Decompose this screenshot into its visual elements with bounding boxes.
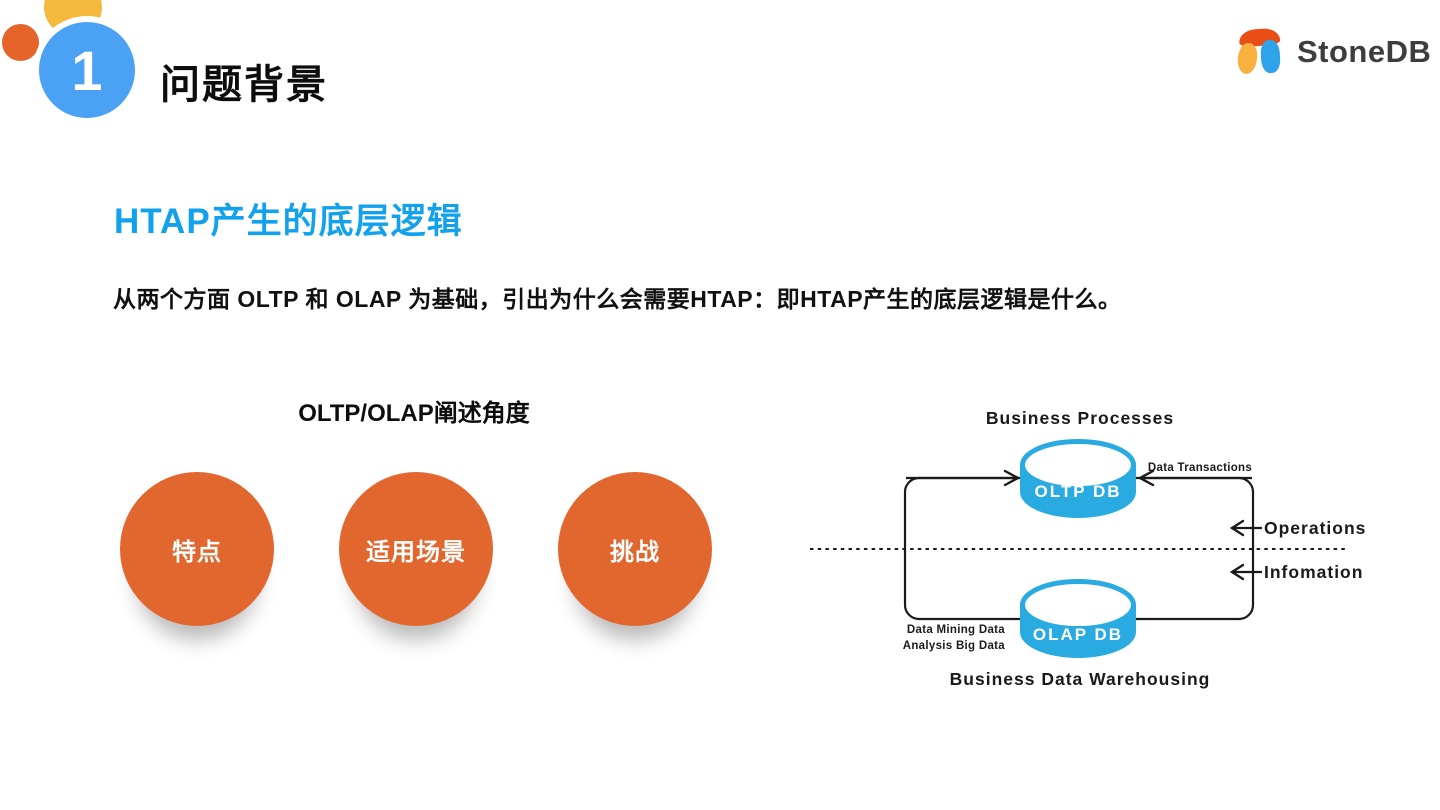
olap-db-label: OLAP DB <box>1033 625 1123 644</box>
htap-diagram: OLTP DB OLAP DB Business Processes Data … <box>800 400 1370 700</box>
section-number: 1 <box>71 38 103 102</box>
data-mining-label-line1: Data Mining Data <box>907 624 1005 636</box>
olap-cylinder-top <box>1020 579 1136 631</box>
page-title: HTAP产生的底层逻辑 <box>114 202 463 241</box>
topic-circle-scenarios: 适用场景 <box>339 472 493 626</box>
information-arrowhead-icon <box>1229 563 1245 581</box>
operations-label: Operations <box>1264 518 1366 538</box>
business-data-warehousing-label: Business Data Warehousing <box>950 669 1211 689</box>
topic-circle-label: 适用场景 <box>366 538 466 566</box>
business-processes-label: Business Processes <box>986 408 1174 428</box>
stonedb-logo: StoneDB <box>1236 26 1432 78</box>
data-mining-label-line2: Analysis Big Data <box>903 640 1006 652</box>
oltp-db-label: OLTP DB <box>1034 482 1121 501</box>
topic-circle-challenges: 挑战 <box>558 472 712 626</box>
oltp-db-cylinder-icon: OLTP DB <box>1020 439 1136 518</box>
operations-arrowhead-icon <box>1229 519 1245 537</box>
left-arrowhead-icon <box>1003 469 1021 487</box>
right-arrowhead-icon <box>1137 469 1155 487</box>
olap-db-cylinder-icon: OLAP DB <box>1020 579 1136 658</box>
section-number-badge: 1 <box>33 16 141 124</box>
htap-diagram-svg: OLTP DB OLAP DB Business Processes Data … <box>810 408 1366 689</box>
logo-blue-shape <box>1260 39 1281 74</box>
topic-circle-label: 特点 <box>172 538 222 566</box>
section-title: 问题背景 <box>160 63 328 107</box>
logo-yellow-shape <box>1236 41 1259 76</box>
topic-circles: 特点 适用场景 挑战 <box>120 472 712 626</box>
topic-circle-label: 挑战 <box>610 538 660 566</box>
orange-circle-decoration <box>2 24 39 61</box>
oltp-cylinder-top <box>1020 439 1136 491</box>
topic-circle-features: 特点 <box>120 472 274 626</box>
information-label: Infomation <box>1264 562 1363 582</box>
logo-text: StoneDB <box>1297 34 1432 69</box>
data-transactions-label: Data Transactions <box>1148 462 1252 474</box>
page-subtitle: 从两个方面 OLTP 和 OLAP 为基础，引出为什么会需要HTAP：即HTAP… <box>113 286 1122 312</box>
oltp-olap-panel-title: OLTP/OLAP阐述角度 <box>298 400 530 427</box>
stonedb-logo-icon <box>1236 26 1285 78</box>
